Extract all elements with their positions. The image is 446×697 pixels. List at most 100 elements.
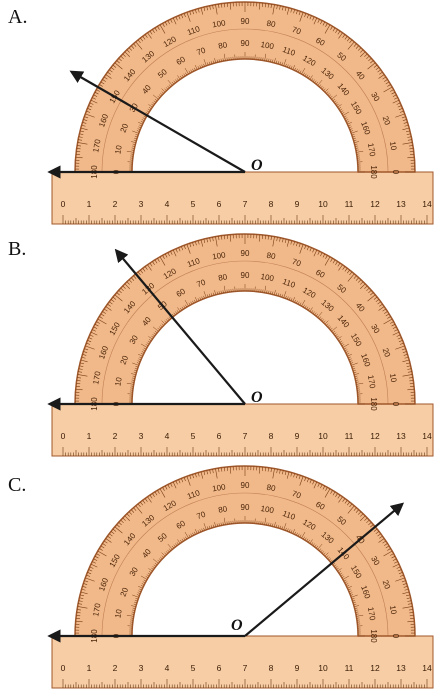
- protractor-tick: [122, 285, 126, 289]
- protractor-tick: [407, 603, 412, 605]
- ruler-number: 13: [396, 431, 406, 441]
- protractor-tick: [83, 351, 88, 353]
- protractor-tick: [302, 72, 305, 76]
- protractor-tick: [323, 88, 326, 91]
- protractor-tick: [356, 614, 364, 617]
- protractor-tick: [146, 342, 150, 345]
- protractor-tick: [309, 15, 312, 20]
- ruler-number: 1: [87, 431, 92, 441]
- ruler-number: 5: [191, 431, 196, 441]
- protractor-tick: [270, 59, 272, 62]
- protractor-tick: [96, 321, 100, 324]
- protractor-tick: [147, 264, 152, 271]
- protractor-tick: [116, 524, 120, 528]
- protractor-number: 20: [381, 347, 393, 359]
- protractor-tick: [216, 59, 218, 63]
- protractor-tick: [131, 613, 135, 615]
- protractor-tick: [314, 312, 317, 316]
- protractor-tick: [347, 121, 352, 125]
- protractor-tick: [283, 291, 287, 298]
- protractor-tick: [284, 470, 287, 476]
- protractor-tick: [142, 268, 146, 272]
- protractor-tick: [167, 20, 170, 25]
- protractor-number: 90: [241, 271, 250, 280]
- protractor-tick: [407, 156, 415, 159]
- protractor-tick: [153, 100, 157, 103]
- ruler-number: 2: [113, 199, 118, 209]
- protractor-tick: [355, 147, 359, 149]
- protractor-tick: [407, 371, 412, 373]
- protractor-tick: [77, 145, 82, 147]
- protractor-tick: [171, 81, 175, 85]
- protractor-tick: [322, 485, 326, 490]
- protractor-tick: [290, 240, 293, 245]
- protractor-tick: [330, 258, 333, 262]
- protractor-tick: [159, 488, 166, 498]
- protractor-tick: [148, 104, 153, 108]
- ruler-number: 3: [139, 431, 144, 441]
- ruler-number: 10: [318, 663, 328, 673]
- protractor-tick: [391, 91, 396, 95]
- protractor-tick: [84, 116, 89, 119]
- protractor-tick: [375, 299, 380, 303]
- protractor-tick: [94, 91, 99, 95]
- protractor-tick: [161, 88, 166, 93]
- protractor-tick: [403, 122, 408, 124]
- protractor-tick: [152, 102, 155, 105]
- protractor-tick: [142, 500, 146, 504]
- protractor-tick: [180, 307, 183, 311]
- protractor-tick: [281, 294, 283, 298]
- protractor-tick: [345, 351, 349, 353]
- protractor-tick: [164, 21, 168, 26]
- protractor-tick: [222, 58, 224, 62]
- protractor-tick: [107, 535, 111, 539]
- protractor-tick: [192, 68, 194, 72]
- protractor-tick: [401, 580, 406, 583]
- protractor-number: 90: [241, 481, 250, 490]
- protractor-tick: [392, 331, 400, 336]
- protractor-tick: [154, 27, 158, 32]
- protractor-tick: [399, 110, 404, 113]
- protractor-tick: [132, 375, 136, 377]
- protractor-tick: [337, 262, 341, 267]
- protractor-tick: [279, 293, 282, 297]
- protractor-tick: [312, 543, 315, 546]
- ruler-number: 6: [217, 199, 222, 209]
- protractor-tick: [151, 567, 154, 570]
- protractor-tick: [299, 244, 304, 254]
- protractor-tick: [284, 238, 287, 244]
- protractor-tick: [153, 564, 157, 567]
- protractor-tick: [186, 476, 191, 486]
- protractor-tick: [152, 326, 159, 332]
- protractor-tick: [315, 545, 319, 549]
- protractor-tick: [333, 100, 337, 103]
- protractor-tick: [185, 304, 188, 308]
- protractor-tick: [292, 297, 296, 302]
- protractor-tick: [379, 71, 383, 75]
- protractor-tick: [175, 543, 178, 546]
- protractor-tick: [88, 569, 93, 572]
- protractor-tick: [408, 145, 413, 147]
- protractor-tick: [195, 241, 197, 246]
- protractor-tick: [277, 293, 280, 297]
- protractor-number: 80: [218, 504, 229, 515]
- protractor-tick: [299, 302, 302, 306]
- protractor-tick: [167, 79, 173, 86]
- protractor-tick: [350, 362, 354, 364]
- protractor-tick: [105, 538, 112, 543]
- protractor-tick: [80, 591, 88, 595]
- protractor-tick: [176, 78, 179, 81]
- option-c[interactable]: C. 0123456789101112131401020304050607080…: [0, 464, 446, 696]
- protractor-tick: [164, 253, 168, 258]
- protractor-tick: [276, 237, 278, 242]
- protractor-tick: [398, 572, 403, 575]
- protractor-tick: [135, 41, 143, 50]
- protractor-tick: [394, 561, 398, 564]
- protractor-number: 100: [212, 250, 227, 261]
- ruler-number: 11: [345, 199, 354, 209]
- protractor-tick: [405, 362, 411, 365]
- protractor-tick: [345, 119, 349, 121]
- protractor-tick: [293, 473, 295, 478]
